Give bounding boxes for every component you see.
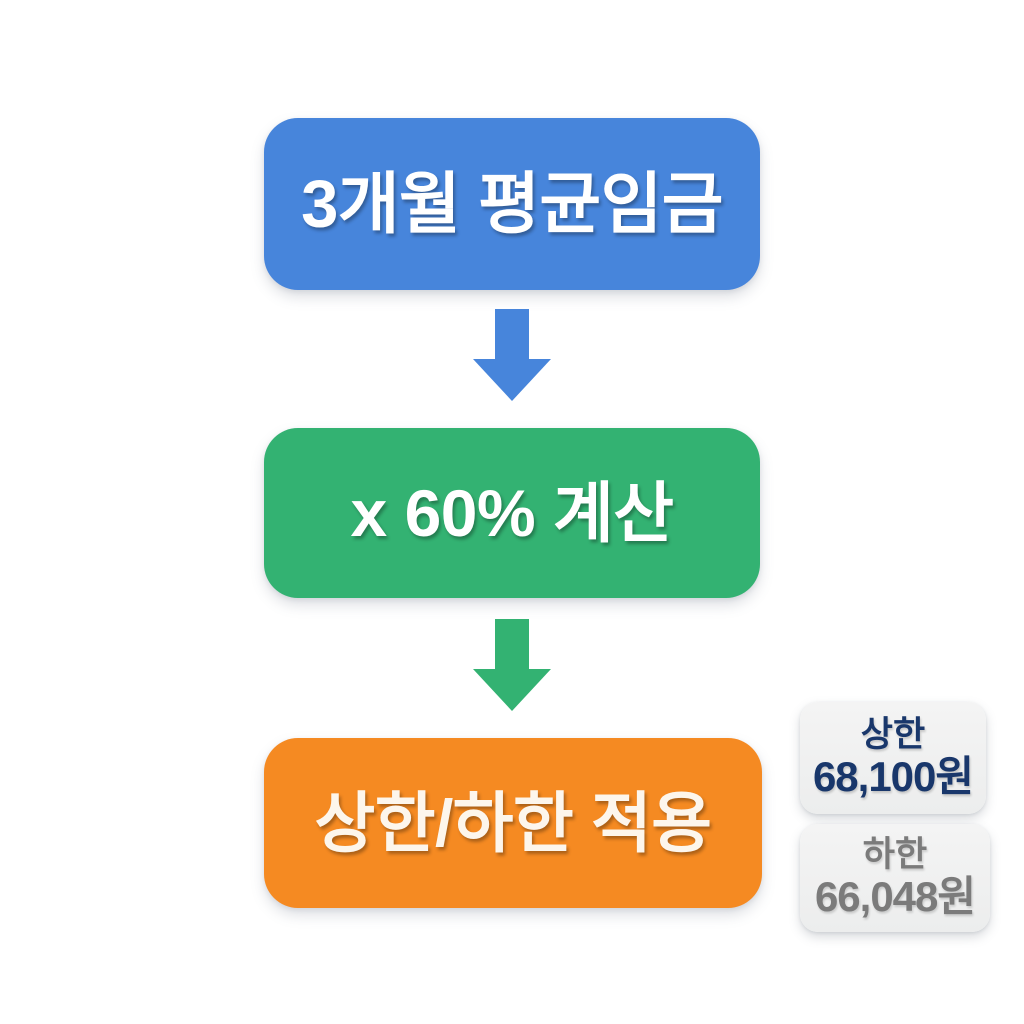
arrow-head <box>473 669 551 711</box>
flow-step-cap-floor[interactable]: 상한/하한 적용 <box>264 738 762 908</box>
arrow-down-icon <box>473 309 551 401</box>
flow-step-average-wage-label: 3개월 평균임금 <box>301 166 723 242</box>
badge-lower-limit[interactable]: 하한 66,048원 <box>800 824 990 932</box>
flow-step-average-wage[interactable]: 3개월 평균임금 <box>264 118 760 290</box>
arrow-shaft <box>495 309 529 361</box>
badge-upper-limit-title: 상한 <box>860 714 926 754</box>
arrow-shaft <box>495 619 529 671</box>
badge-lower-limit-title: 하한 <box>862 834 928 874</box>
arrow-down-icon <box>473 619 551 711</box>
badge-upper-limit-amount: 68,100원 <box>812 753 974 801</box>
flow-step-sixty-percent[interactable]: x 60% 계산 <box>264 428 760 598</box>
flow-step-sixty-percent-label: x 60% 계산 <box>350 476 674 550</box>
badge-upper-limit[interactable]: 상한 68,100원 <box>800 702 986 814</box>
arrow-head <box>473 359 551 401</box>
flow-step-cap-floor-label: 상한/하한 적용 <box>314 786 713 860</box>
badge-lower-limit-amount: 66,048원 <box>814 873 976 921</box>
